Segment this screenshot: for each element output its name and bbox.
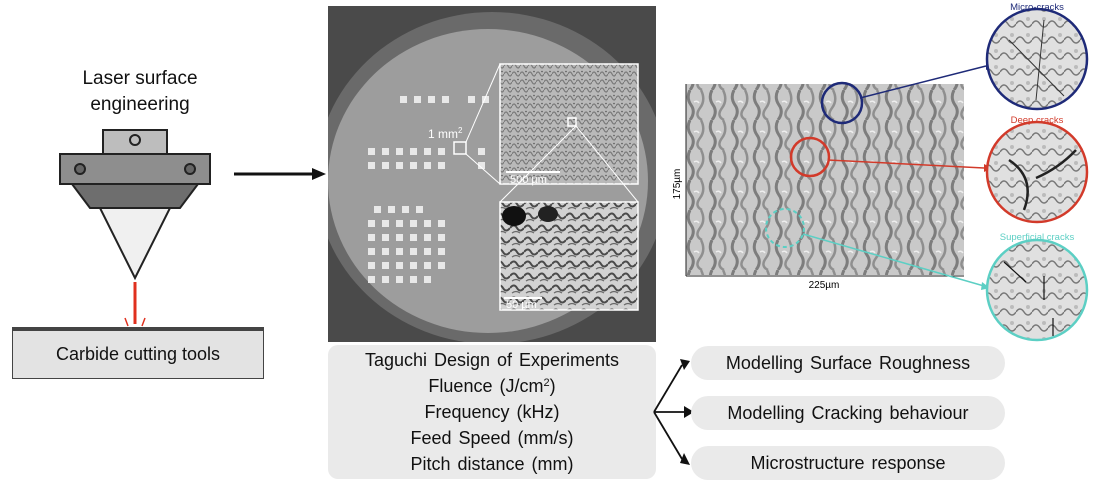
parameter-fluence: Fluence (J/cm2) (428, 376, 556, 396)
laser-square-array (368, 96, 489, 283)
micro-crack-marker (820, 81, 864, 125)
parameter-pitch-distance: Pitch distance (mm) (410, 454, 574, 474)
taguchi-parameters-box: Taguchi Design of Experiments Fluence (J… (328, 345, 656, 479)
mount-screw (129, 134, 141, 146)
superficial-crack-marker (765, 208, 805, 248)
scale-bar-top: 500 µm (510, 174, 547, 186)
parameter-feed-speed: Feed Speed (mm/s) (410, 428, 574, 448)
laser-title-line1: Laser surface (82, 68, 198, 89)
process-arrow (234, 168, 326, 180)
substrate-label: Carbide cutting tools (55, 344, 221, 364)
laser-head-illustration (59, 129, 211, 327)
laser-title: Laser surface engineering (50, 66, 230, 118)
laser-lens-body (70, 183, 200, 209)
output-branch-arrows (653, 359, 694, 465)
deep-crack-marker (789, 136, 831, 178)
laser-title-line2: engineering (90, 94, 190, 115)
sample-photograph: 1 mm2 500 µm 50 µm (328, 6, 656, 342)
callout-superficial-cracks: Superficial cracks (1000, 232, 1075, 243)
y-axis-label: 175µm (672, 169, 683, 200)
laser-nozzle (98, 207, 172, 281)
deep-cracks-detail: Deep cracks (985, 115, 1089, 224)
inset-micrograph-500um: 500 µm (499, 63, 639, 186)
x-axis-label: 225µm (809, 280, 840, 291)
output-surface-roughness: Modelling Surface Roughness (691, 346, 1005, 380)
crack-analysis-micrograph: 175µm 225µm Micro-cracks Deep cracks Sup… (672, 2, 1089, 342)
output-microstructure-response: Microstructure response (691, 446, 1005, 480)
clamp-screw-left (74, 163, 86, 175)
parameter-frequency: Frequency (kHz) (424, 402, 560, 422)
laser-spark-left (124, 317, 129, 327)
callout-deep-cracks: Deep cracks (1011, 115, 1064, 126)
callout-micro-cracks: Micro-cracks (1010, 2, 1064, 13)
micro-cracks-detail: Micro-cracks (985, 2, 1089, 111)
scale-bar-bottom: 50 µm (506, 299, 537, 311)
selected-square-marker (453, 141, 467, 155)
laser-spark-right (141, 317, 146, 327)
output-cracking-behaviour: Modelling Cracking behaviour (691, 396, 1005, 430)
area-label: 1 mm2 (428, 126, 463, 141)
superficial-cracks-detail: Superficial cracks (985, 232, 1089, 342)
carbide-substrate: Carbide cutting tools (12, 327, 264, 379)
surface-topography (686, 84, 964, 275)
inset-micrograph-50um: 50 µm (499, 201, 639, 311)
clamp-screw-right (184, 163, 196, 175)
taguchi-title: Taguchi Design of Experiments (364, 350, 620, 370)
